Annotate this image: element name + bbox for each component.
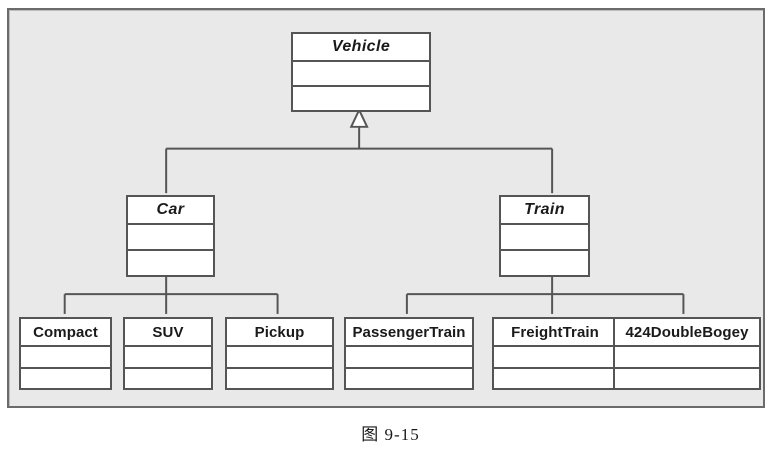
uml-class-diagram: Vehicle Car Train Compact: [9, 10, 763, 406]
class-name-row: PassengerTrain: [346, 319, 472, 347]
class-name-label: Pickup: [254, 323, 305, 341]
class-attributes-compartment: [21, 347, 110, 369]
class-name-label: Train: [524, 201, 565, 218]
class-box-car[interactable]: Car: [126, 195, 215, 277]
class-operations-compartment: [293, 87, 429, 110]
class-name-row: SUV: [125, 319, 211, 347]
class-name-row: Car: [128, 197, 213, 225]
class-name-label: FreightTrain: [511, 323, 599, 341]
class-name-label: 424DoubleBogey: [625, 323, 749, 341]
class-attributes-compartment: [615, 347, 759, 369]
class-box-vehicle[interactable]: Vehicle: [291, 32, 431, 112]
class-name-row: Pickup: [227, 319, 332, 347]
class-name-row: Train: [501, 197, 588, 225]
class-attributes-compartment: [128, 225, 213, 251]
class-attributes-compartment: [227, 347, 332, 369]
class-box-freighttrain[interactable]: FreightTrain: [492, 317, 618, 390]
figure-caption: 图 9-15: [361, 425, 420, 444]
class-attributes-compartment: [501, 225, 588, 251]
figure-frame: Vehicle Car Train Compact: [7, 8, 765, 408]
class-operations-compartment: [494, 369, 616, 389]
class-attributes-compartment: [125, 347, 211, 369]
class-operations-compartment: [615, 369, 759, 389]
generalization-arrow-vehicle: [349, 107, 369, 128]
class-name-row: 424DoubleBogey: [615, 319, 759, 347]
class-operations-compartment: [128, 251, 213, 275]
class-operations-compartment: [125, 369, 211, 389]
class-name-row: Vehicle: [293, 34, 429, 62]
class-box-suv[interactable]: SUV: [123, 317, 213, 390]
class-name-label: SUV: [152, 323, 184, 341]
class-name-label: PassengerTrain: [352, 323, 466, 341]
class-operations-compartment: [501, 251, 588, 275]
class-box-compact[interactable]: Compact: [19, 317, 112, 390]
class-name-label: Car: [156, 201, 185, 218]
class-box-424doublebogey[interactable]: 424DoubleBogey: [613, 317, 761, 390]
class-name-row: FreightTrain: [494, 319, 616, 347]
class-operations-compartment: [227, 369, 332, 389]
class-attributes-compartment: [494, 347, 616, 369]
class-attributes-compartment: [346, 347, 472, 369]
class-operations-compartment: [346, 369, 472, 389]
class-operations-compartment: [21, 369, 110, 389]
class-name-label: Compact: [33, 323, 98, 341]
class-name-row: Compact: [21, 319, 110, 347]
class-box-train[interactable]: Train: [499, 195, 590, 277]
class-box-pickup[interactable]: Pickup: [225, 317, 334, 390]
class-box-passengertrain[interactable]: PassengerTrain: [344, 317, 474, 390]
class-attributes-compartment: [293, 62, 429, 87]
class-name-label: Vehicle: [331, 38, 391, 55]
